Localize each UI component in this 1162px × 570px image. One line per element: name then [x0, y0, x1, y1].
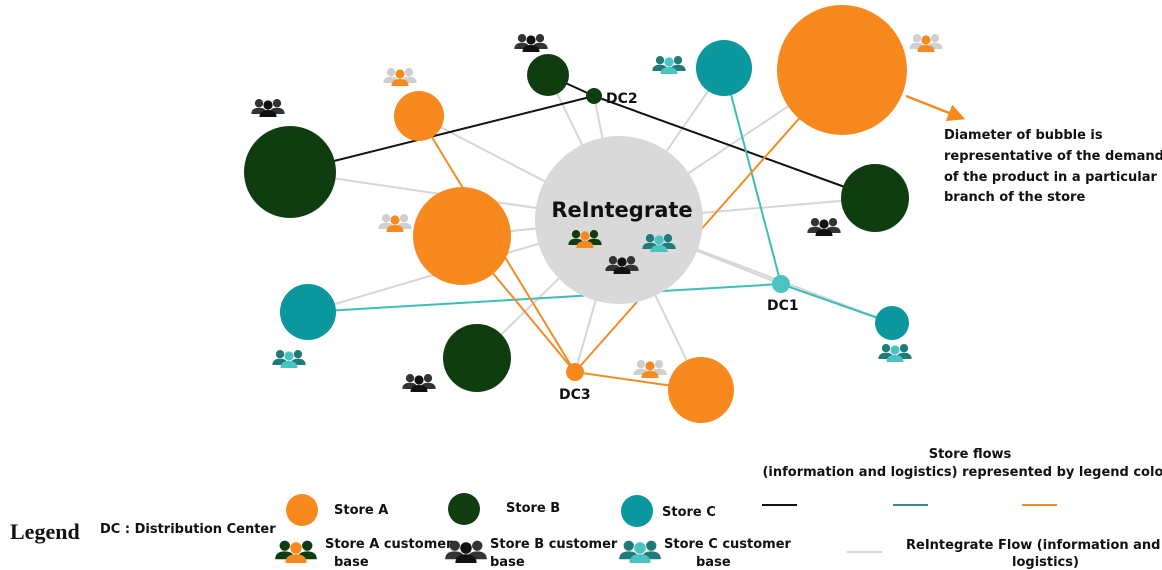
people-group-icon — [514, 34, 548, 52]
hub-label: ReIntegrate — [551, 198, 692, 222]
store-b-bubble — [527, 54, 569, 96]
people-group-icon — [807, 218, 841, 236]
legend-store-c-label: Store C — [662, 505, 716, 520]
legend-store-c-swatch — [621, 495, 653, 527]
store-b-bubbles — [244, 54, 909, 392]
legend-store-a-base-label: Store A customer base — [325, 537, 457, 570]
people-group-icon — [251, 99, 285, 117]
store-flows-title: Store flows — [929, 447, 1012, 462]
people-group-icon — [642, 234, 676, 252]
store-c-bubble — [696, 40, 752, 96]
people-group-icon — [633, 360, 667, 378]
people-group-icon — [272, 350, 306, 368]
dc1-node — [772, 275, 790, 293]
annotation-text: Diameter of bubble is representative of … — [944, 128, 1162, 205]
people-group-icon — [383, 68, 417, 86]
dc3-node — [566, 363, 584, 381]
store-b-bubble — [244, 126, 336, 218]
dc2-label: DC2 — [606, 91, 638, 107]
reintegrate-hub — [535, 136, 703, 304]
store-c-bubbles — [280, 40, 909, 340]
legend-store-a-label: Store A — [334, 503, 388, 518]
store-b-bubble — [443, 324, 511, 392]
dc2-node — [586, 88, 602, 104]
store-a-bubble — [413, 187, 511, 285]
legend-store-c-base-label: Store C customer base — [664, 537, 795, 570]
store-c-bubble — [280, 284, 336, 340]
people-group-icon — [878, 344, 912, 362]
legend-dc-note: DC : Distribution Center — [100, 522, 276, 537]
people-group-icon — [445, 540, 487, 563]
store-c-bubble — [875, 306, 909, 340]
people-group-icon — [275, 540, 317, 563]
people-group-icon — [568, 230, 602, 248]
store-b-bubble — [841, 164, 909, 232]
store-flows-subtitle: (information and logistics) represented … — [762, 465, 1162, 480]
legend-title: Legend — [10, 519, 80, 544]
dc3-label: DC3 — [559, 387, 591, 403]
people-group-icon — [652, 56, 686, 74]
people-group-icon — [619, 540, 661, 563]
legend-store-b-label: Store B — [506, 501, 560, 516]
store-c-flow-lines — [307, 67, 893, 324]
legend-store-a-swatch — [286, 494, 318, 526]
people-group-icon — [378, 214, 412, 232]
dc1-label: DC1 — [767, 298, 799, 314]
store-a-bubble — [668, 357, 734, 423]
store-a-bubbles — [394, 5, 907, 423]
customer-icons — [251, 34, 943, 563]
people-group-icon — [402, 374, 436, 392]
annotation-arrow — [905, 94, 966, 122]
store-a-bubble — [777, 5, 907, 135]
people-group-icon — [909, 34, 943, 52]
people-group-icon — [605, 256, 639, 274]
store-a-bubble — [394, 91, 444, 141]
legend-store-b-base-label: Store B customer base — [490, 537, 622, 570]
legend-reintegrate-flow-label: ReIntegrate Flow (information and logist… — [906, 538, 1162, 570]
legend-store-b-swatch — [448, 493, 480, 525]
